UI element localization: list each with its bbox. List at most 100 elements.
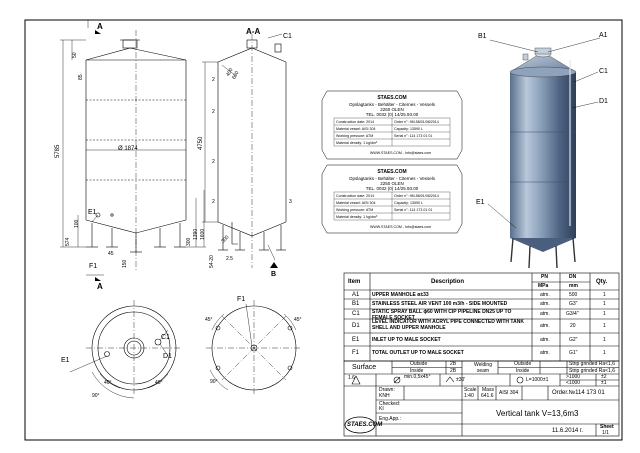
table-row-qty: 1	[603, 323, 606, 329]
tb-tol-pm2: ±2	[601, 374, 607, 380]
label-f1-front: F1	[89, 263, 98, 270]
nameplate-2-line2: 2250 OLEN	[380, 180, 404, 186]
tb-welding-seam-label: Welding seam	[474, 362, 492, 374]
render-label-d1: D1	[599, 98, 608, 105]
table-header-pn: PN	[541, 274, 548, 280]
table-header-description: Description	[431, 279, 465, 285]
table-row-pn: atm.	[540, 292, 550, 298]
dim-front-45: 45	[108, 251, 114, 257]
tb-strip-grinded-outside: Strip grinded Ra<1,6	[569, 361, 616, 367]
table-row-qty: 1	[603, 350, 606, 356]
tb-tol-gt1000: >1000	[566, 374, 581, 380]
label-e1-top: E1	[61, 357, 70, 364]
table-row-desc: TOTAL OUTLET UP TO MALE SOCKET	[372, 350, 464, 356]
top-view	[69, 300, 182, 399]
dim-side-2a: 2	[212, 77, 215, 83]
tb-eng-app-label: Eng.App.:	[379, 416, 401, 422]
title-block-grid	[343, 360, 620, 437]
dim-front-diameter: Ø 1874	[118, 146, 138, 152]
nameplate-2-cell: Material density: 1 kg/dm³	[336, 215, 378, 219]
tb-ws-inside-label: Inside	[516, 368, 530, 374]
tb-tol-pm1: ±1	[601, 380, 607, 386]
table-row-item: D1	[352, 323, 360, 329]
nameplate-2-cell: Order n°: 9M-58/01/08/2014	[394, 194, 439, 198]
dim-side-2c: 2	[212, 159, 215, 165]
tb-roughness: 1.6	[348, 375, 355, 381]
section-a-top-label: A	[97, 22, 103, 31]
tb-drawn-label: Drawn:	[379, 387, 395, 393]
tb-material: AISI 304	[499, 390, 519, 396]
nameplate-1-header: STAES.COM Opslagtanks - Behälter - Citer…	[333, 95, 451, 118]
table-row-dn: G3"	[569, 301, 578, 307]
table-header-item: Item	[348, 279, 361, 285]
table-row-dn: 500	[569, 292, 578, 298]
table-row-desc: LEVEL INDICATOR WITH ACRYL PIPE CONNECTE…	[372, 319, 524, 331]
tb-outside-value: 2B	[450, 361, 457, 367]
tb-sheet-value: 1/1	[602, 430, 609, 436]
outlet-deg-45a: 45°	[205, 317, 213, 323]
render-label-c1: C1	[599, 68, 608, 75]
nameplate-frames	[321, 90, 463, 234]
table-row-item: B1	[352, 301, 360, 307]
table-row-qty: 1	[603, 337, 606, 343]
nameplate-1-url: WWW.STAES.COM - Info@staes.com	[370, 151, 432, 155]
dim-side-2d: 2	[212, 199, 215, 205]
table-row-dn: G2"	[569, 337, 578, 343]
table-header-qty: Qty.	[596, 279, 608, 285]
render-label-e1: E1	[476, 199, 485, 206]
nameplate-1-line3: TEL. 0032 (0) 14/25.93.00	[365, 112, 419, 118]
label-e1-front: E1	[88, 209, 97, 216]
dim-front-height: 5785	[55, 144, 61, 158]
table-header-mm: mm	[569, 283, 578, 289]
nameplate-2-header: STAES.COM Opslagtanks - Behälter - Citer…	[333, 169, 451, 192]
dim-side-2-5: 2.5	[226, 256, 233, 262]
table-header-mpa: MPa	[538, 283, 549, 289]
nameplate-1-cell: Material vessel: AISI 304	[336, 127, 376, 131]
table-row-item: A1	[352, 292, 360, 298]
dim-side-2b: 2	[212, 109, 215, 115]
tb-inside-label: Inside	[410, 368, 424, 374]
table-row-dn: 20	[570, 323, 576, 329]
table-row-item: C1	[352, 311, 360, 317]
tb-order-number: Order.№114 173 01	[552, 390, 605, 396]
table-row-qty: 1	[603, 311, 606, 317]
table-row-desc: STAINLESS STEEL AIR VENT 100 m3/h - SIDE…	[372, 301, 508, 307]
dim-side-4750: 4750	[198, 136, 204, 150]
dim-front-574: 574	[65, 237, 71, 246]
section-a-bottom-label: A	[97, 282, 103, 291]
nameplate-1-company: STAES.COM	[377, 95, 407, 101]
table-row-dn: G3/4"	[566, 311, 579, 317]
dim-front-100: 100	[74, 219, 80, 228]
outlet-view	[206, 300, 302, 396]
dim-front-85: 85	[78, 74, 84, 80]
outlet-deg-90: 90°	[210, 379, 218, 385]
nameplate-1-cell: Material density: 1 kg/dm³	[336, 141, 378, 145]
table-row-item: F1	[352, 350, 360, 356]
tb-drawing-title: Vertical tank V=13,6m3	[496, 409, 579, 418]
table-header-dn: DN	[569, 274, 577, 280]
tb-drawn-by: KNH	[379, 393, 390, 399]
tb-inside-value: 2B	[450, 368, 457, 374]
tb-checked-by: KI	[379, 406, 384, 412]
dim-side-3: 3	[289, 199, 292, 205]
table-row-desc: STATIC SPRAY BALL ϕ60 WITH CIP PIPELINE …	[372, 309, 512, 321]
table-row-qty: 1	[603, 292, 606, 298]
nameplate-2-url: WWW.STAES.COM - Info@staes.com	[370, 225, 432, 229]
nameplate-2-line3: TEL. 0032 (0) 14/25.93.00	[365, 186, 419, 192]
label-c1-side: C1	[283, 33, 292, 40]
tb-ws-outside-label: Outside	[514, 361, 532, 367]
tank-render	[487, 37, 601, 269]
nameplate-2-line1: Opslagtanks - Behälter - Citernes - Vess…	[348, 175, 436, 181]
dim-front-150: 150	[122, 259, 128, 268]
top-view-deg-90: 90°	[92, 393, 100, 399]
tb-mass-value: 641.6	[481, 393, 494, 399]
tb-strip-grinded-inside: Strip grinded Ra<1,6	[569, 368, 616, 374]
label-d1-top: D1	[163, 353, 172, 360]
dim-front-1390: 1390	[193, 228, 199, 240]
table-row-pn: atm.	[540, 301, 550, 307]
tb-length-tolerance: L=1000±1	[526, 377, 549, 383]
table-row-qty: 1	[603, 301, 606, 307]
nameplate-2-cell: Capacity: 13590 L	[394, 201, 423, 205]
front-view	[60, 20, 206, 276]
